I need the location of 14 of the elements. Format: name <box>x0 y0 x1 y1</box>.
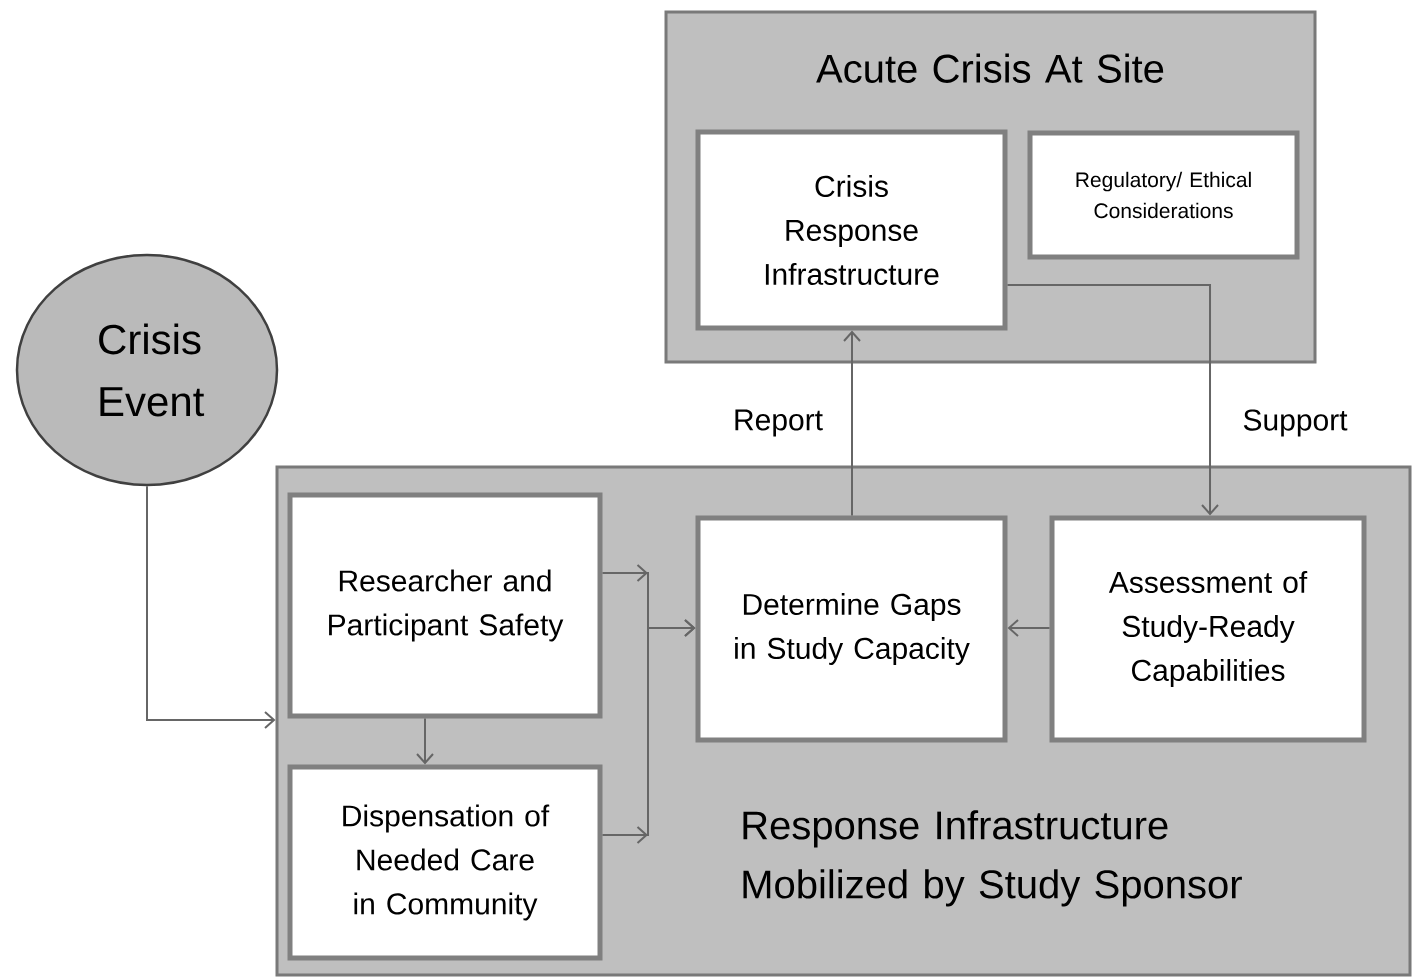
edge-label: Support <box>1239 406 1351 440</box>
arrow <box>416 717 434 765</box>
edge-label: Report <box>730 406 827 440</box>
process-box: Dispensation of Needed Care in Community <box>287 764 603 961</box>
process-box: Researcher and Participant Safety <box>287 492 603 719</box>
arrow <box>843 330 861 517</box>
process-box: Crisis Response Infrastructure <box>695 129 1008 331</box>
arrow <box>1007 619 1051 637</box>
process-box: Regulatory/ Ethical Considerations <box>1027 130 1300 260</box>
arrow <box>146 485 276 729</box>
process-box: Determine Gaps in Study Capacity <box>695 515 1008 743</box>
process-box: Assessment of Study-Ready Capabilities <box>1049 515 1367 743</box>
arrow <box>601 619 696 844</box>
arrow <box>1006 284 1219 516</box>
